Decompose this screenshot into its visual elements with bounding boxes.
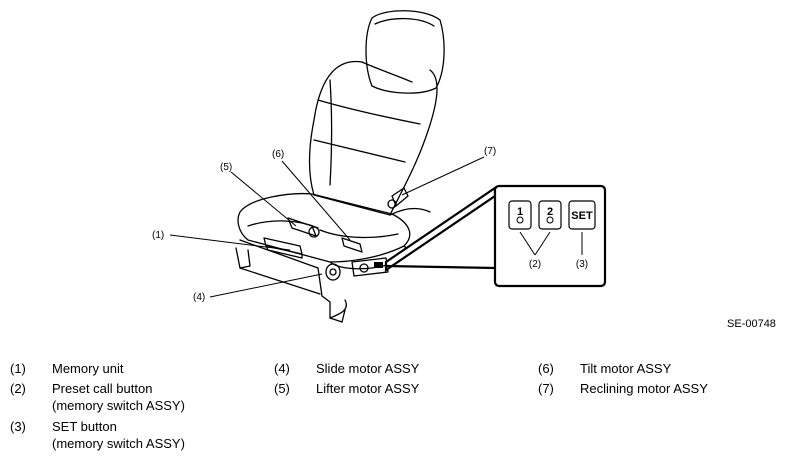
callout-4: (4) xyxy=(193,292,205,303)
legend-text: Memory unit xyxy=(52,361,124,376)
seat-frame xyxy=(239,239,346,323)
headrest xyxy=(365,10,445,94)
tilt-motor xyxy=(341,237,363,253)
memory-switch-panel xyxy=(493,184,607,288)
legend-text: Slide motor ASSY xyxy=(316,361,420,376)
preset-button-1-label: 1 xyxy=(517,206,523,218)
legend-text: Preset call button xyxy=(52,381,153,396)
legend-num: (6) xyxy=(538,361,554,376)
legend-text-line2: (memory switch ASSY) xyxy=(52,398,185,413)
callout-1: (1) xyxy=(152,230,164,241)
callout-5: (5) xyxy=(220,162,232,173)
legend-num: (4) xyxy=(274,361,290,376)
slide-motor xyxy=(325,263,341,281)
callout-7: (7) xyxy=(484,146,496,157)
preset-button-2-label: 2 xyxy=(547,206,553,218)
switch-on-seat xyxy=(351,257,389,277)
seat-back xyxy=(308,60,438,216)
callout-3: (3) xyxy=(576,259,588,270)
legend-num: (2) xyxy=(10,381,26,396)
seat-cushion xyxy=(237,192,411,263)
set-button-label: SET xyxy=(571,210,593,222)
preset-button-1 xyxy=(508,200,532,230)
callout-2: (2) xyxy=(529,259,541,270)
reclining-motor xyxy=(391,187,409,207)
legend-text: Tilt motor ASSY xyxy=(580,361,672,376)
seat-diagram: 1 2 SET (1) (2) (3) (4) (5) (6) (7) xyxy=(152,10,607,323)
legend-num: (7) xyxy=(538,381,554,396)
legend-text-line2: (memory switch ASSY) xyxy=(52,436,185,451)
callout-6: (6) xyxy=(272,149,284,160)
legend-num: (1) xyxy=(10,361,26,376)
legend-text: SET button xyxy=(52,419,117,434)
legend-num: (3) xyxy=(10,419,26,434)
legend-text: Reclining motor ASSY xyxy=(580,381,708,396)
legend: (1) Memory unit (2) Preset call button (… xyxy=(0,360,792,459)
legend-num: (5) xyxy=(274,381,290,396)
set-button xyxy=(568,200,596,230)
legend-text: Lifter motor ASSY xyxy=(316,381,420,396)
preset-button-2 xyxy=(538,200,562,230)
figure-code: SE-00748 xyxy=(727,318,776,330)
